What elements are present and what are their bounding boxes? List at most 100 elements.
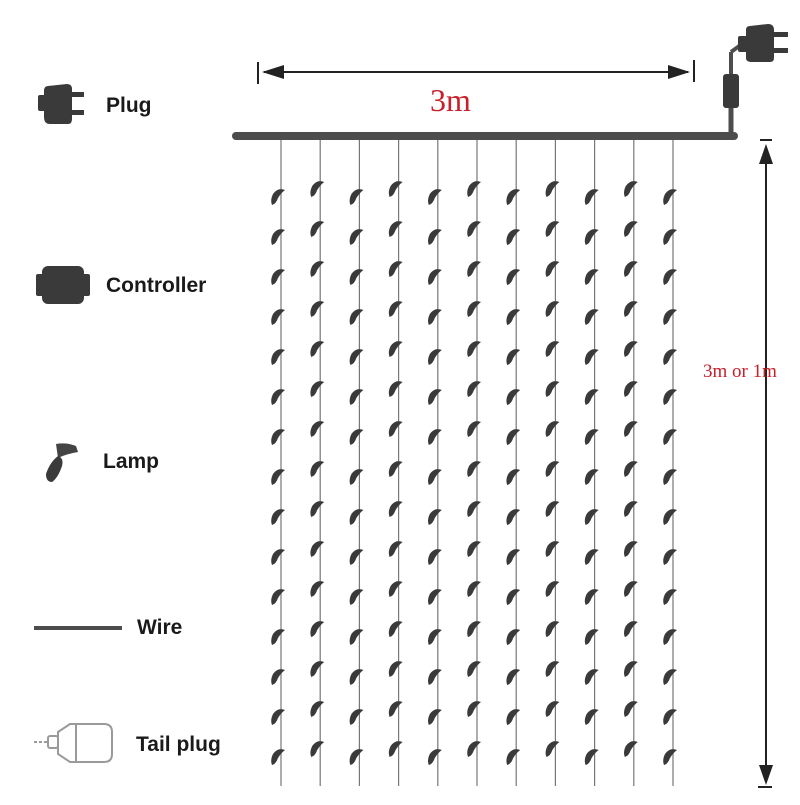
lamp xyxy=(467,621,481,637)
lamp xyxy=(506,549,521,565)
lamp xyxy=(271,189,285,205)
lamp xyxy=(506,229,521,245)
lamp xyxy=(349,309,364,325)
lamp xyxy=(584,589,599,605)
height-dimension-label: 3m or 1m xyxy=(703,361,777,382)
main-wire xyxy=(232,106,738,140)
lamp xyxy=(349,429,364,445)
lamp xyxy=(310,701,325,717)
tail-plug-icon xyxy=(34,723,113,763)
legend-label-tail-plug: Tail plug xyxy=(136,733,221,756)
lamp xyxy=(624,501,638,517)
lamp xyxy=(467,261,481,277)
lamp xyxy=(663,549,677,565)
lamp xyxy=(467,661,481,677)
lamp xyxy=(584,189,599,205)
lamp xyxy=(428,629,442,645)
lamp xyxy=(545,181,560,197)
lamp xyxy=(428,429,442,445)
lamp xyxy=(388,581,403,597)
lamp xyxy=(349,469,364,485)
lamp xyxy=(310,541,325,557)
lamp xyxy=(388,461,403,477)
lamp xyxy=(624,341,638,357)
lamp xyxy=(584,389,599,405)
lamp xyxy=(624,461,638,477)
lamp xyxy=(388,741,403,757)
lamp xyxy=(388,261,403,277)
lamp xyxy=(624,221,638,237)
lamp xyxy=(310,501,325,517)
lamp xyxy=(624,741,638,757)
lamp xyxy=(388,221,403,237)
height-dimension-arrow xyxy=(758,139,773,788)
lamp xyxy=(349,229,364,245)
lamp xyxy=(506,509,521,525)
lamp xyxy=(663,669,677,685)
lamp xyxy=(271,309,285,325)
lamp xyxy=(663,749,677,765)
lamp xyxy=(545,261,560,277)
lamp xyxy=(545,621,560,637)
lamp xyxy=(467,461,481,477)
lamp xyxy=(545,701,560,717)
lamp xyxy=(467,341,481,357)
controller-icon xyxy=(36,266,90,304)
lamp xyxy=(584,509,599,525)
lamp xyxy=(388,341,403,357)
lamp xyxy=(545,301,560,317)
lamp xyxy=(310,421,325,437)
lamp xyxy=(663,469,677,485)
lamp xyxy=(310,661,325,677)
lamp xyxy=(624,381,638,397)
lamp xyxy=(428,709,442,725)
lamp xyxy=(271,349,285,365)
lamp xyxy=(545,661,560,677)
lamp xyxy=(584,269,599,285)
lamp xyxy=(467,581,481,597)
lamp xyxy=(310,461,325,477)
lamp xyxy=(388,541,403,557)
lamp xyxy=(545,381,560,397)
lamp xyxy=(506,749,521,765)
light-strands xyxy=(271,140,677,786)
lamp xyxy=(271,429,285,445)
lamp xyxy=(663,589,677,605)
lamp xyxy=(584,669,599,685)
lamp xyxy=(467,181,481,197)
lamp xyxy=(271,469,285,485)
lamp xyxy=(388,501,403,517)
lamp xyxy=(310,381,325,397)
lamp xyxy=(584,469,599,485)
lamp xyxy=(584,709,599,725)
legend-label-plug: Plug xyxy=(106,94,152,117)
lamp xyxy=(388,621,403,637)
lamp xyxy=(310,581,325,597)
lamp xyxy=(506,349,521,365)
lamp xyxy=(388,421,403,437)
lamp xyxy=(467,221,481,237)
lamp xyxy=(663,349,677,365)
lamp xyxy=(663,509,677,525)
lamp xyxy=(428,549,442,565)
lamp xyxy=(349,269,364,285)
lamp xyxy=(349,709,364,725)
lamp xyxy=(584,349,599,365)
lamp xyxy=(545,541,560,557)
lamp xyxy=(584,429,599,445)
lamp xyxy=(584,629,599,645)
lamp xyxy=(310,181,325,197)
lamp xyxy=(624,621,638,637)
lamp xyxy=(467,741,481,757)
lamp xyxy=(624,301,638,317)
lamp xyxy=(349,189,364,205)
lamp xyxy=(506,389,521,405)
lamp xyxy=(545,341,560,357)
lamp xyxy=(584,749,599,765)
lamp xyxy=(388,301,403,317)
lamp xyxy=(584,309,599,325)
lamp xyxy=(428,749,442,765)
lamp xyxy=(349,749,364,765)
plug-icon xyxy=(38,84,84,124)
